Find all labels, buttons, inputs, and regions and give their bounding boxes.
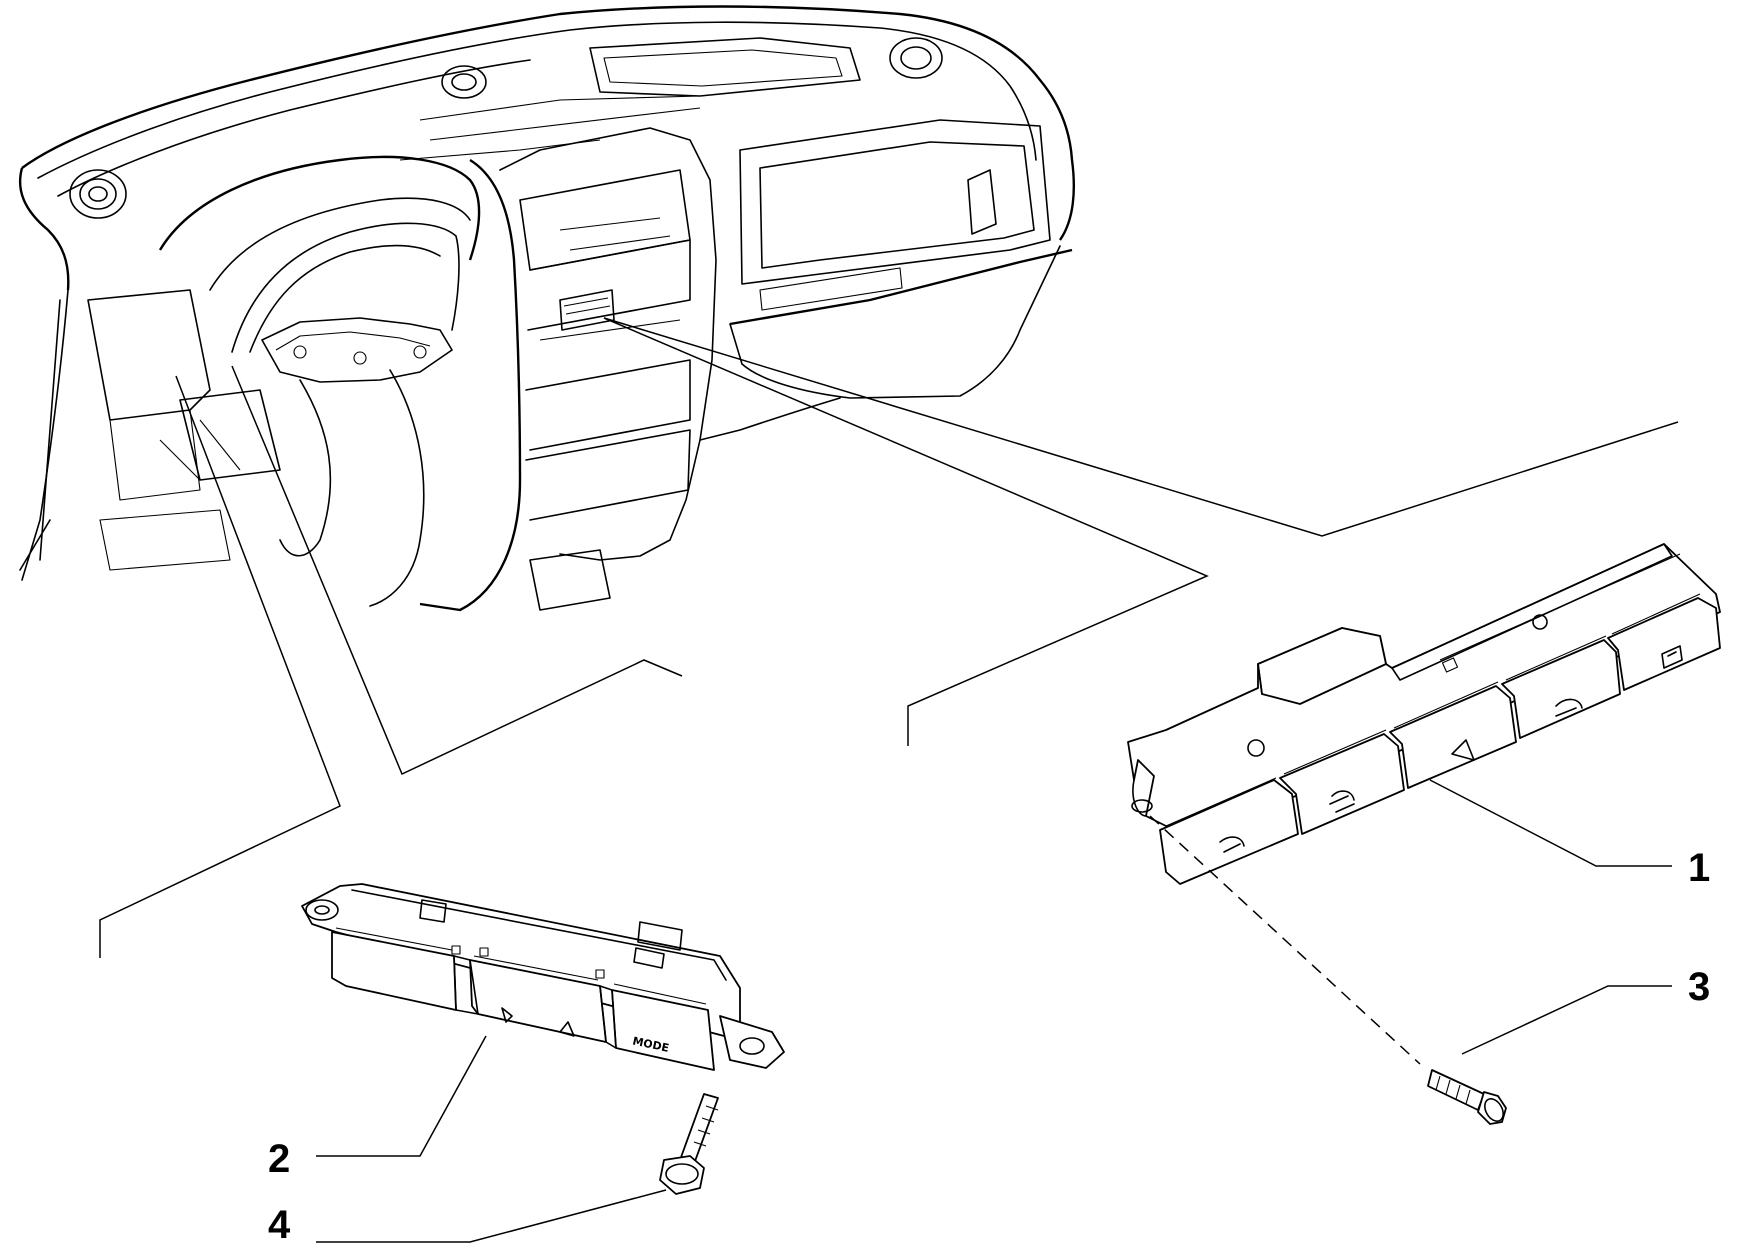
screw-3	[1427, 1069, 1507, 1125]
leader-line-panel-2-upper	[231, 365, 683, 776]
keycap-icon-3	[1451, 739, 1475, 761]
keycap-icon-4	[1555, 698, 1583, 717]
callout-3: 3	[1688, 965, 1710, 1009]
keycap-3	[1389, 685, 1517, 789]
keycap-icon-1	[1219, 836, 1245, 853]
dashboard-assembly	[18, 5, 1076, 612]
leader-line-1	[1429, 779, 1672, 867]
keycap-4	[1501, 639, 1621, 739]
callout-1: 1	[1688, 846, 1710, 890]
keycap-icon-2	[1329, 790, 1355, 813]
keycap-5	[1607, 597, 1721, 691]
leader-line-4	[316, 1189, 667, 1243]
small-keycap-1	[331, 931, 457, 1011]
leader-line-panel-2-lower	[99, 375, 341, 958]
leader-line-2	[316, 1035, 487, 1157]
leader-line-3	[1461, 985, 1672, 1055]
assembly-leaders	[99, 317, 1679, 958]
small-keycap-2	[469, 959, 607, 1043]
switch-panel-large	[1127, 543, 1721, 885]
arrow-up-icon	[559, 1021, 575, 1037]
fastener-axis-screw-3	[1149, 815, 1421, 1065]
keycap-2	[1279, 733, 1405, 835]
keycap-icon-5	[1661, 645, 1683, 669]
screw-4	[659, 1093, 719, 1195]
arrow-down-icon	[501, 1007, 513, 1023]
switch-panel-small: MODE	[301, 883, 785, 1071]
callout-4: 4	[268, 1203, 291, 1244]
keycap-1	[1159, 779, 1299, 885]
leader-line-panel-1-lower	[603, 317, 1209, 746]
leader-line-panel-1-upper	[603, 317, 1679, 537]
callout-2: 2	[268, 1137, 290, 1181]
